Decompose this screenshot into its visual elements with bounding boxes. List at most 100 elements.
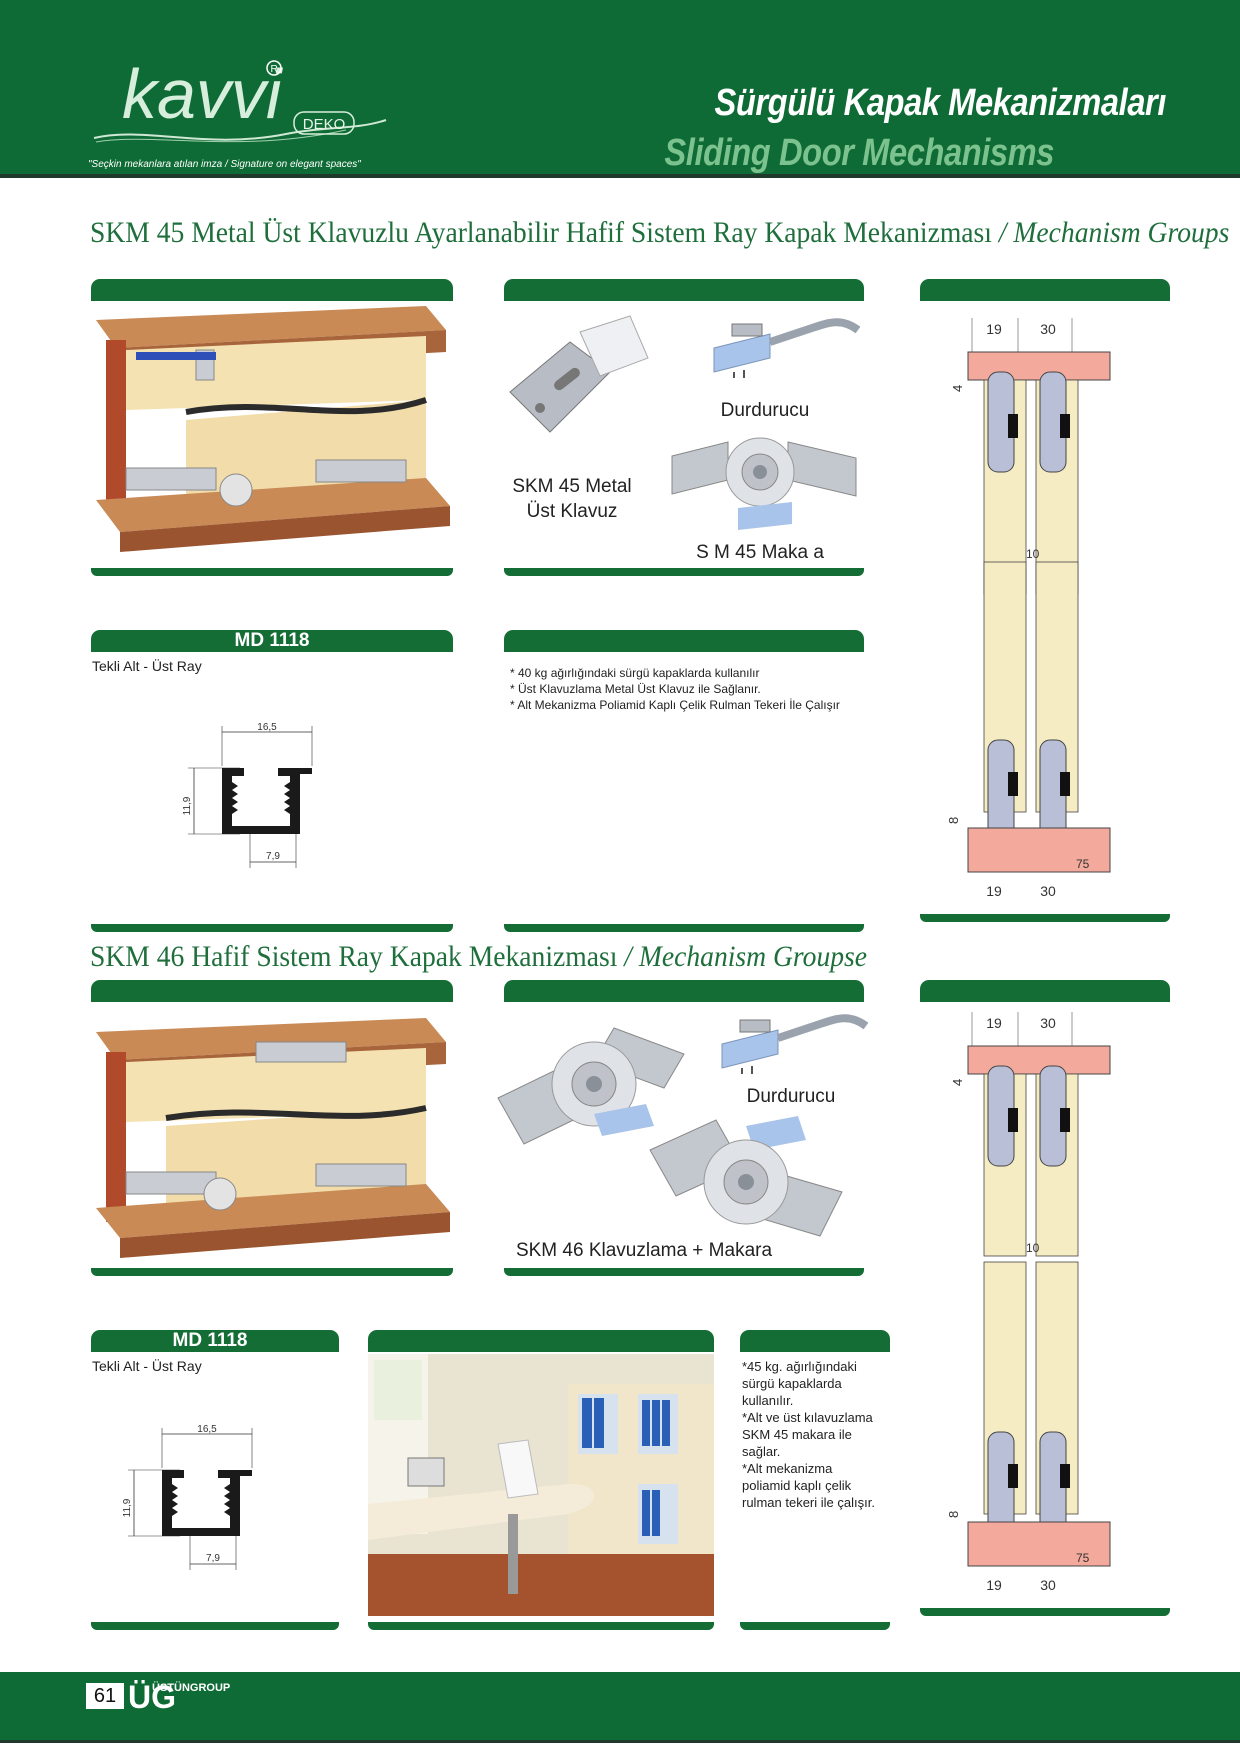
rail2-dim-width: 16,5 [197, 1424, 217, 1435]
notes1-list: * 40 kg ağırlığındaki sürgü kapaklarda k… [510, 665, 860, 713]
notes2-top-bar [740, 1330, 890, 1352]
rail1-dim-height: 11,9 [182, 796, 193, 815]
panel5-top-bar [504, 980, 864, 1002]
logo-tagline: "Seçkin mekanlara atılan imza / Signatur… [88, 159, 361, 170]
rail2-top-bar [91, 1330, 339, 1352]
notes2-list: *45 kg. ağırlığındaki sürgü kapaklarda k… [742, 1358, 892, 1511]
note2-line: *Alt mekanizma [742, 1461, 833, 1476]
group-logo-mark: ÜG [128, 1679, 176, 1712]
rail2-profile-drawing: 16,5 11,9 7,9 [122, 1424, 253, 1570]
note2-line: SKM 45 makara ile [742, 1427, 852, 1442]
panel2-top-bar [504, 279, 864, 301]
section1-title-en: / Mechanism Groups [991, 216, 1230, 249]
drawing1-side-top: 4 [950, 385, 965, 392]
logo-wordmark: kavvi [122, 55, 284, 133]
panel4-bottom-bar [91, 1268, 453, 1276]
rail1-code: MD 1118 [234, 630, 310, 651]
drawing2-bottom-c: 75 [1076, 1551, 1090, 1565]
page-number: 61 [86, 1683, 124, 1709]
notes2-bottom-bar [740, 1622, 890, 1630]
rail1-dim-inner: 7,9 [266, 851, 280, 862]
drawing2-top-a: 19 [986, 1015, 1002, 1031]
note2-line: *Alt ve üst kılavuzlama [742, 1410, 873, 1425]
page-title-tr: Sürgülü Kapak Mekanizmaları [714, 82, 1167, 124]
stopper-image [713, 318, 861, 378]
drawing1-cross-section: 19 30 4 10 8 75 19 30 [946, 318, 1111, 899]
rail2-code: MD 1118 [172, 1330, 248, 1351]
section2-title-en: / Mechanism Groupse [617, 940, 868, 973]
note1-item: * 40 kg ağırlığındaki sürgü kapaklarda k… [510, 666, 760, 680]
footer-divider [0, 1740, 1240, 1743]
drawing2-side-bottom: 8 [946, 1511, 961, 1518]
drawing1-bottom-bar [920, 914, 1170, 922]
section2-title-tr: SKM 46 Hafif Sistem Ray Kapak Mekanizmas… [90, 940, 618, 973]
kavvi-logo: kavvi R DEKO [93, 55, 387, 143]
roller-image [671, 437, 857, 530]
svg-text:R: R [271, 64, 278, 75]
rail2-dim-height: 11,9 [122, 1498, 133, 1517]
group-logo-text: ÜSTÜNGROUP [152, 1681, 230, 1694]
notes1-top-bar [504, 630, 864, 652]
page-header [0, 0, 1240, 178]
metal-guide-label-line1: SKM 45 Metal [512, 476, 632, 497]
drawing1-top-a: 19 [986, 321, 1002, 337]
drawing2-top-bar [920, 980, 1170, 1002]
photo-bottom-bar [368, 1622, 714, 1630]
metal-guide-label-line2: Üst Klavuz [526, 501, 618, 522]
section1-title-tr: SKM 45 Metal Üst Klavuzlu Ayarlanabilir … [90, 216, 992, 249]
drawing2-bottom-b: 30 [1040, 1577, 1056, 1593]
drawing1-side-bottom: 8 [946, 817, 961, 824]
drawing2-top-b: 30 [1040, 1015, 1056, 1031]
drawing1-bottom-a: 19 [986, 883, 1002, 899]
drawing2-side-top: 4 [950, 1079, 965, 1086]
page-footer [0, 1672, 1240, 1742]
metal-guide-label: SKM 45 Metal Üst Klavuz [504, 474, 640, 524]
guide-roller-label: SKM 46 Klavuzlama + Makara [515, 1240, 773, 1261]
photo-top-bar [368, 1330, 714, 1352]
drawing2-bottom-a: 19 [986, 1577, 1002, 1593]
logo-deko: DEKO [303, 116, 346, 133]
rail2-dim-inner: 7,9 [206, 1553, 220, 1564]
drawing1-bottom-c: 75 [1076, 857, 1090, 871]
section1-title: SKM 45 Metal Üst Klavuzlu Ayarlanabilir … [90, 216, 1229, 250]
rail1-dim-width: 16,5 [257, 722, 277, 733]
rail1-top-bar [91, 630, 453, 652]
panel5-bottom-bar [504, 1268, 864, 1276]
panel2-bottom-bar [504, 568, 864, 576]
page-title-en: Sliding Door Mechanisms [664, 132, 1054, 174]
note2-line: rulman tekeri ile çalışır. [742, 1495, 875, 1510]
panel1-bottom-bar [91, 568, 453, 576]
roller-label: S M 45 Maka a [696, 542, 824, 563]
note2-line: kullanılır. [742, 1393, 794, 1408]
notes1-bottom-bar [504, 924, 864, 932]
note2-line: *45 kg. ağırlığındaki [742, 1359, 857, 1374]
panel4-top-bar [91, 980, 453, 1002]
note2-line: sağlar. [742, 1444, 781, 1459]
rail1-bottom-bar [91, 924, 453, 932]
drawing1-gap: 10 [1026, 547, 1040, 561]
drawing2-gap: 10 [1026, 1241, 1040, 1255]
drawing2-cross-section: 19 30 4 10 8 75 19 30 [946, 1012, 1111, 1593]
rail2-bottom-bar [91, 1622, 339, 1630]
rail1-profile-drawing: 16,5 11,9 7,9 [182, 722, 313, 868]
stopper-label: Durdurucu [720, 400, 810, 421]
panel1-top-bar [91, 279, 453, 301]
drawing1-top-bar [920, 279, 1170, 301]
door-mechanism-illustration-2 [96, 1018, 450, 1258]
note2-line: poliamid kaplı çelik [742, 1478, 852, 1493]
office-photo [368, 1354, 714, 1616]
stopper-label-2: Durdurucu [746, 1086, 836, 1107]
note2-line: sürgü kapaklarda [742, 1376, 842, 1391]
header-divider [0, 174, 1240, 178]
rail1-label: Tekli Alt - Üst Ray [92, 658, 202, 674]
door-mechanism-illustration [96, 306, 450, 552]
guide-roller-image-1 [497, 1027, 685, 1145]
metal-guide-image [509, 315, 649, 433]
stopper-image-2 [721, 1014, 869, 1074]
drawing1-top-b: 30 [1040, 321, 1056, 337]
note1-item: * Alt Mekanizma Poliamid Kaplı Çelik Rul… [510, 698, 840, 712]
ustun-group-logo: ÜG ÜSTÜNGROUP [128, 1679, 230, 1712]
drawing1-bottom-b: 30 [1040, 883, 1056, 899]
note1-item: * Üst Klavuzlama Metal Üst Klavuz ile Sa… [510, 682, 761, 696]
guide-roller-image-2 [649, 1116, 843, 1237]
